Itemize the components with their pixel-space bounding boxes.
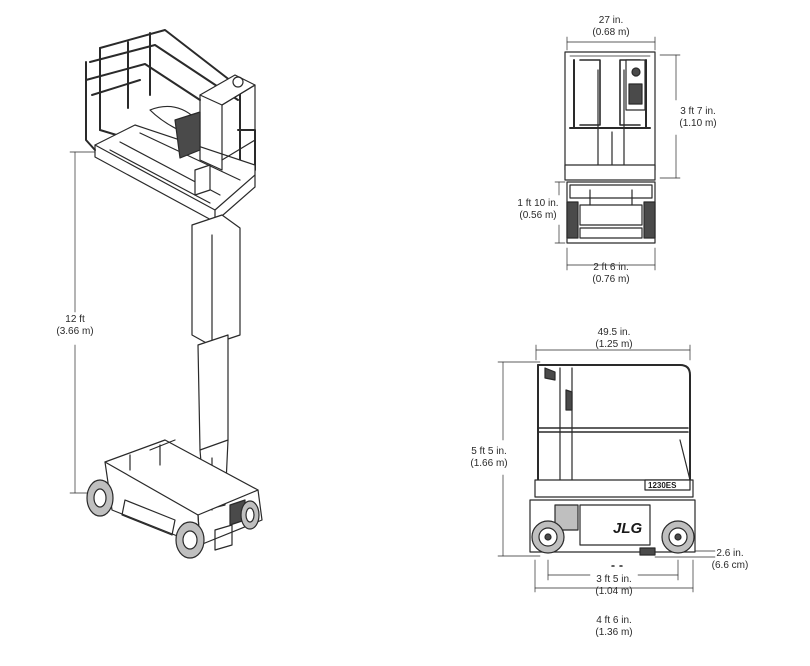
side-dimension-lines bbox=[497, 344, 716, 593]
height-3d-label: 12 ft (3.66 m) bbox=[48, 314, 102, 338]
front-base bbox=[566, 181, 656, 244]
front-dimension-lines bbox=[554, 36, 681, 271]
wheels bbox=[86, 479, 260, 559]
side-platform-length-metric: (1.25 m) bbox=[595, 339, 633, 350]
side-base-chassis: JLG bbox=[529, 499, 696, 567]
front-base-height-label: 1 ft 10 in. (0.56 m) bbox=[512, 198, 564, 222]
side-ground-clearance-metric: (6.6 cm) bbox=[711, 560, 749, 571]
front-control-box bbox=[625, 59, 646, 111]
front-rail-height-imperial: 3 ft 7 in. bbox=[680, 106, 716, 117]
side-ground-clearance-imperial: 2.6 in. bbox=[716, 548, 744, 559]
side-ground-clearance-label: 2.6 in. (6.6 cm) bbox=[706, 548, 754, 572]
side-platform-length-label: 49.5 in. (1.25 m) bbox=[588, 327, 640, 351]
side-wheelbase-metric: (1.04 m) bbox=[595, 586, 633, 597]
front-top-width-imperial: 27 in. bbox=[598, 15, 624, 26]
side-rails bbox=[537, 364, 691, 496]
front-base-width-metric: (0.76 m) bbox=[592, 274, 630, 285]
side-overall-length-label: 4 ft 6 in. (1.36 m) bbox=[586, 615, 642, 639]
control-box bbox=[174, 74, 256, 196]
side-wheelbase-imperial: 3 ft 5 in. bbox=[596, 574, 632, 585]
side-overall-length-imperial: 4 ft 6 in. bbox=[596, 615, 632, 626]
isometric-lift-view bbox=[69, 29, 263, 559]
side-total-height-label: 5 ft 5 in. (1.66 m) bbox=[462, 446, 516, 470]
front-top-width-label: 27 in. (0.68 m) bbox=[583, 15, 639, 39]
model-decal: 1230ES bbox=[648, 481, 677, 490]
front-base-width-label: 2 ft 6 in. (0.76 m) bbox=[583, 262, 639, 286]
front-rails bbox=[564, 51, 656, 181]
height-3d-imperial: 12 ft bbox=[65, 314, 85, 325]
side-wheelbase-label: 3 ft 5 in. (1.04 m) bbox=[586, 574, 642, 598]
side-total-height-metric: (1.66 m) bbox=[470, 458, 508, 469]
side-wheels bbox=[531, 520, 695, 554]
side-platform-deck: 1230ES bbox=[534, 479, 694, 498]
front-base-height-imperial: 1 ft 10 in. bbox=[517, 198, 559, 209]
front-base-width-imperial: 2 ft 6 in. bbox=[593, 262, 629, 273]
side-platform-length-imperial: 49.5 in. bbox=[597, 327, 631, 338]
side-total-height-imperial: 5 ft 5 in. bbox=[471, 446, 507, 457]
front-rail-height-metric: (1.10 m) bbox=[679, 118, 717, 129]
front-top-width-metric: (0.68 m) bbox=[592, 27, 630, 38]
front-view bbox=[554, 36, 681, 271]
front-rail-height-label: 3 ft 7 in. (1.10 m) bbox=[672, 106, 724, 130]
side-overall-length-metric: (1.36 m) bbox=[595, 627, 633, 638]
front-base-height-metric: (0.56 m) bbox=[519, 210, 557, 221]
side-view: 1230ES JLG bbox=[497, 344, 716, 593]
height-3d-metric: (3.66 m) bbox=[56, 326, 94, 337]
brand-logo: JLG bbox=[613, 520, 643, 537]
